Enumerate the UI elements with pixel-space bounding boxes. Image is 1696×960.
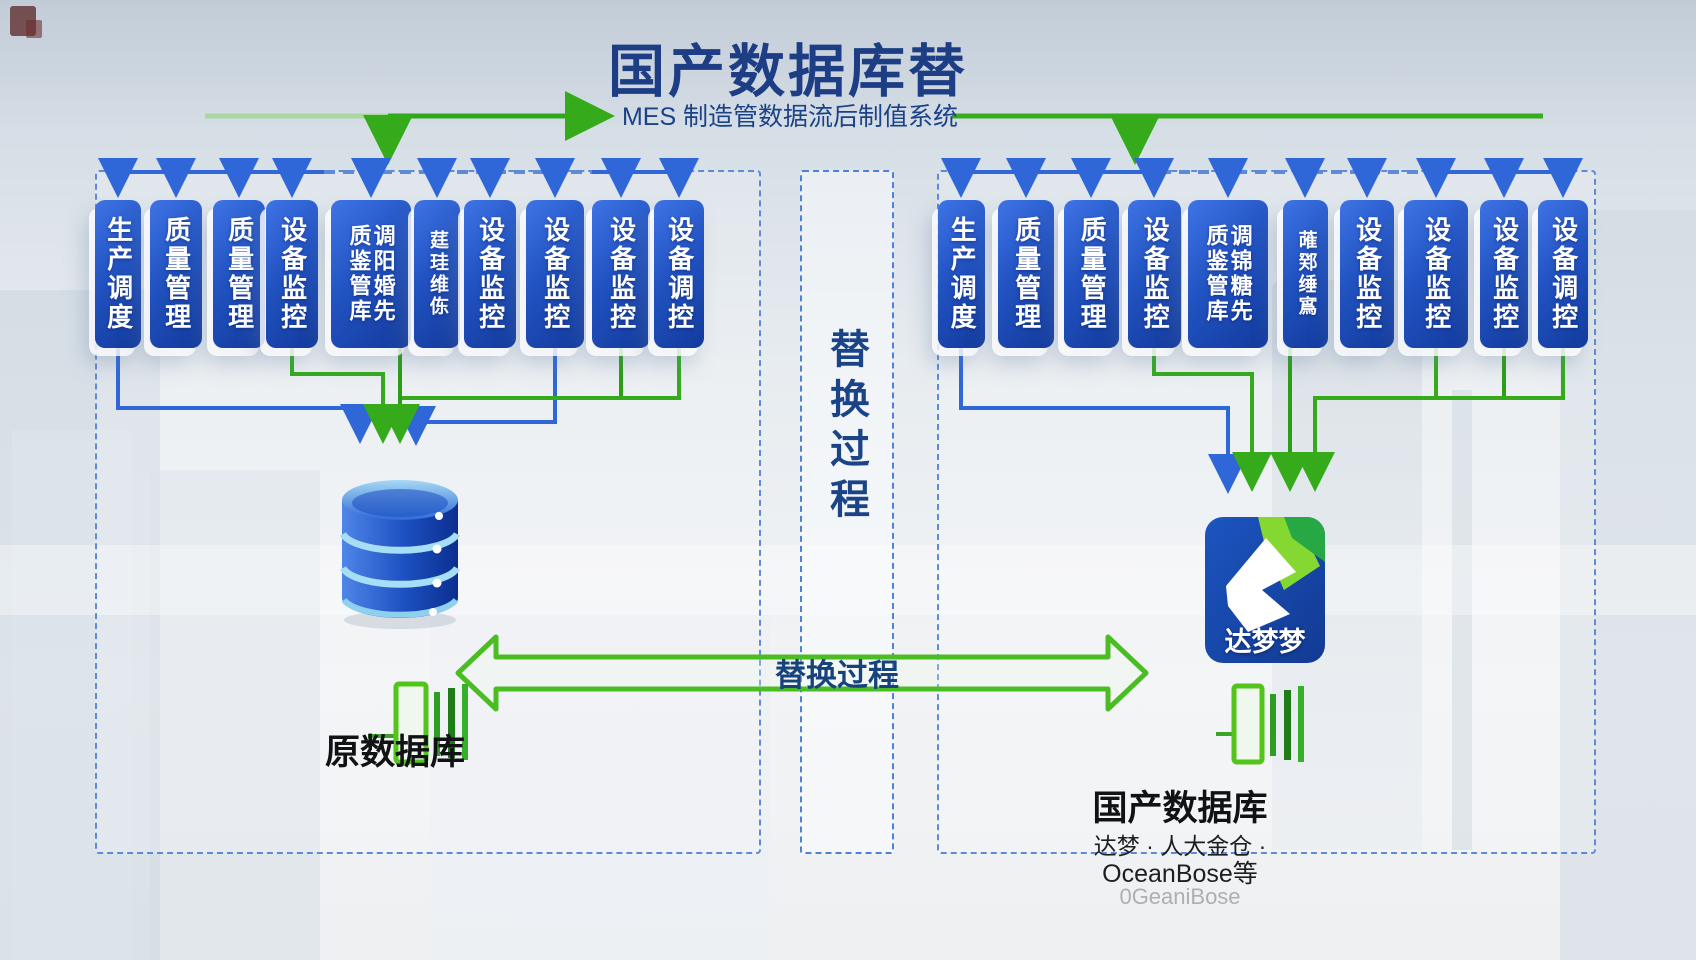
module-label: 生产调度: [103, 216, 134, 332]
source-database-label: 原数据库: [324, 733, 465, 772]
right-module-equipment-control: 设备调控: [1538, 200, 1588, 348]
module-label: 设备调控: [664, 216, 695, 332]
module-label: 设备监控: [475, 216, 506, 332]
right-module-production-dispatch: 生产调度: [938, 200, 985, 348]
left-module-quality-2: 质量管理: [213, 200, 265, 348]
module-label: 质量管理: [161, 216, 192, 332]
right-module-quality-2: 质量管理: [1064, 200, 1119, 348]
left-module-equipment-control: 设备调控: [654, 200, 704, 348]
left-module-misc: 莛珪维㑈: [414, 200, 460, 348]
page-title: 国产数据库替: [608, 40, 968, 104]
module-label-col1: 质鉴管库: [1203, 224, 1229, 324]
module-label: 设备监控: [540, 216, 571, 332]
domestic-db-vendors-line3: 0GeaniBose: [1119, 884, 1241, 909]
module-label-col2: 调阳婚先: [370, 224, 396, 324]
left-module-equipment-3: 设备监控: [526, 200, 584, 348]
module-label: 设备监控: [277, 216, 308, 332]
module-label: 设备监控: [1352, 216, 1383, 332]
process-text: 替换过程: [824, 328, 868, 528]
right-module-equipment-4: 设备监控: [1480, 200, 1528, 348]
left-module-equipment-1: 设备监控: [266, 200, 318, 348]
right-module-equipment-3: 设备监控: [1404, 200, 1468, 348]
right-module-wide: 质鉴管库 调锦糖先: [1188, 200, 1268, 348]
right-module-equipment-2: 设备监控: [1340, 200, 1394, 348]
left-module-quality-1: 质量管理: [150, 200, 202, 348]
left-module-equipment-2: 设备监控: [464, 200, 516, 348]
domestic-db-vendors-line2: OceanBose等: [1102, 860, 1258, 888]
module-label: 设备监控: [1140, 216, 1171, 332]
module-label: 设备监控: [1421, 216, 1452, 332]
module-label: 设备监控: [606, 216, 637, 332]
module-label: 生产调度: [947, 216, 978, 332]
center-process-label: 替换过程: [802, 308, 890, 548]
corner-artifact-2: [26, 20, 42, 38]
module-label-col1: 质鉴管库: [346, 224, 372, 324]
module-label: 莛珪维㑈: [426, 230, 448, 318]
domestic-db-vendors-line1: 达梦 · 人大金仓 ·: [1093, 833, 1267, 859]
left-module-production-dispatch: 生产调度: [95, 200, 141, 348]
mes-subtitle: MES 制造管数据流后制值系统: [621, 103, 959, 131]
dameng-logo-text: 达梦梦: [1224, 627, 1306, 657]
replacement-process-column: [800, 170, 894, 854]
module-label: 设备调控: [1548, 216, 1579, 332]
left-module-wide: 质鉴管库 调阳婚先: [331, 200, 411, 348]
right-module-misc: 蓶鄈缍寪: [1283, 200, 1328, 348]
module-label: 设备监控: [1489, 216, 1520, 332]
module-label: 蓶鄈缍寪: [1295, 230, 1317, 318]
replacement-arrow-label: 替换过程: [775, 658, 899, 693]
module-label: 质量管理: [224, 216, 255, 332]
module-label: 质量管理: [1077, 216, 1108, 332]
module-label-col2: 调锦糖先: [1227, 224, 1253, 324]
left-module-equipment-4: 设备监控: [592, 200, 650, 348]
right-module-equipment-1: 设备监控: [1128, 200, 1181, 348]
corner-artifact: [10, 6, 36, 36]
module-label: 质量管理: [1011, 216, 1042, 332]
right-module-quality-1: 质量管理: [998, 200, 1054, 348]
domestic-database-label: 国产数据库: [1092, 789, 1268, 828]
